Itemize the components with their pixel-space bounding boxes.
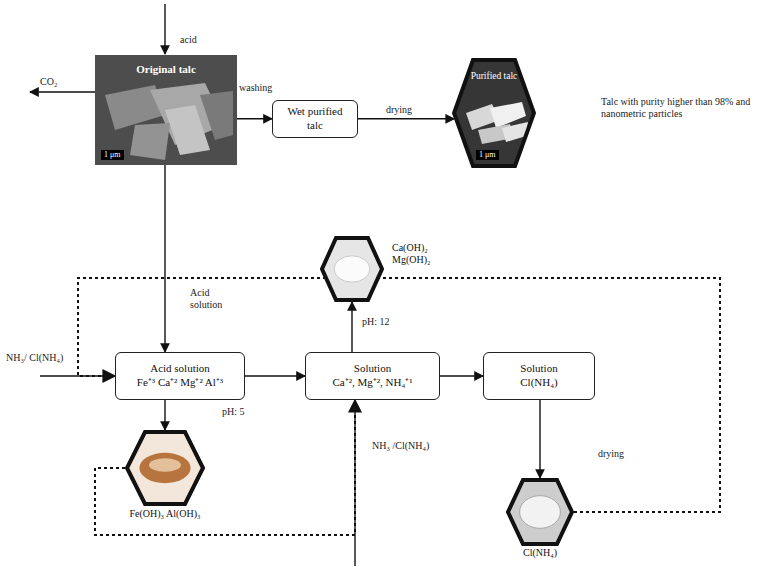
edge-label: drying: [386, 104, 412, 116]
hexagon-fill: [454, 60, 534, 166]
co2-out-line: [30, 91, 95, 92]
edge-label: drying: [598, 448, 624, 460]
node-text: Ca⁺², Mg⁺², NH₄⁺¹: [332, 376, 412, 390]
hexagon-outline: [508, 480, 572, 544]
note-label: CO₂: [40, 76, 57, 88]
node-title: Original talc: [95, 63, 237, 75]
sample-picture: [334, 256, 370, 282]
node-text: 1 μm: [476, 150, 499, 160]
hexagon-fill: [508, 480, 572, 544]
node-title: Purified talc: [469, 72, 519, 82]
flow-arrow: [539, 400, 540, 478]
edge-label: pH: 12: [362, 316, 390, 328]
sample-picture: [466, 102, 528, 144]
note-label: NH₃ /Cl(NH₄): [372, 440, 429, 452]
flow-arrow: [358, 118, 454, 119]
sem-image: [95, 55, 237, 165]
recycle-arrow: [95, 400, 355, 535]
hexagon-fill: [322, 238, 382, 300]
acid-feed-line: [164, 4, 165, 54]
precipitate-hexagon: Ca(OH)₂ Mg(OH)₂: [320, 236, 384, 302]
node-title: Solution: [354, 362, 391, 376]
flow-arrow: [164, 400, 165, 430]
node-title: Fe(OH)₃ Al(OH)₃: [105, 508, 225, 519]
node-title: Ca(OH)₂ Mg(OH)₂: [392, 242, 434, 266]
edge-label: pH: 5: [222, 406, 245, 418]
hexagon-outline: [322, 238, 382, 300]
talc-flake: [165, 105, 210, 155]
process-box: SolutionCa⁺², Mg⁺², NH₄⁺¹: [305, 352, 440, 400]
process-box: Acid solutionFe⁺³ Ca⁺² Mg⁺² Al⁺³: [115, 352, 245, 400]
flow-arrow: [440, 375, 483, 376]
note-label: acid: [180, 34, 197, 46]
sample-picture: [139, 453, 190, 483]
hexagon-fill: [127, 432, 203, 504]
node-text: 1 μm: [101, 150, 124, 160]
brown-precipitate: [149, 458, 181, 472]
node-title: Cl(NH₄): [486, 547, 594, 558]
note-label: Talc with purity higher than 98% and nan…: [601, 96, 759, 120]
purified-talc-hexagon: Purified talc 1 μm: [452, 58, 536, 168]
talc-flake: [130, 123, 170, 160]
hexagon-outline: [454, 60, 534, 166]
flow-arrow: [245, 375, 305, 376]
flow-arrow: [164, 165, 165, 352]
salt-hexagon: Cl(NH₄): [506, 478, 574, 546]
edge-label: washing: [239, 82, 272, 94]
talc-flake: [200, 91, 233, 140]
hexagon-outline: [127, 432, 203, 504]
node-picture: [320, 236, 384, 302]
precipitate-hexagon: Fe(OH)₃ Al(OH)₃: [125, 430, 205, 506]
white-precipitate: [334, 256, 370, 282]
nh3-feed-line: [40, 375, 114, 376]
flow-arrow: [237, 118, 272, 119]
edge-label: Acid solution: [190, 287, 232, 311]
node-picture: [506, 478, 574, 546]
node-text: Fe⁺³ Ca⁺² Mg⁺² Al⁺³: [137, 376, 223, 390]
process-box: SolutionCl(NH₄): [483, 352, 595, 400]
node-picture: [125, 430, 205, 506]
process-box: Wet purified talc: [272, 100, 358, 138]
brown-precipitate: [139, 453, 190, 483]
node-title: Wet purified talc: [279, 105, 351, 133]
recycle-arrow: [78, 278, 720, 512]
node-text: Cl(NH₄): [520, 376, 557, 390]
node-title: Solution: [520, 362, 557, 376]
salt-crystals: [520, 496, 561, 529]
note-label: NH₃/ Cl(NH₄): [6, 352, 63, 364]
sample-picture: [520, 496, 561, 529]
node-title: Acid solution: [150, 362, 210, 376]
flow-arrow: [351, 302, 352, 352]
sem-photo: Original talc 1 μm: [95, 55, 237, 165]
